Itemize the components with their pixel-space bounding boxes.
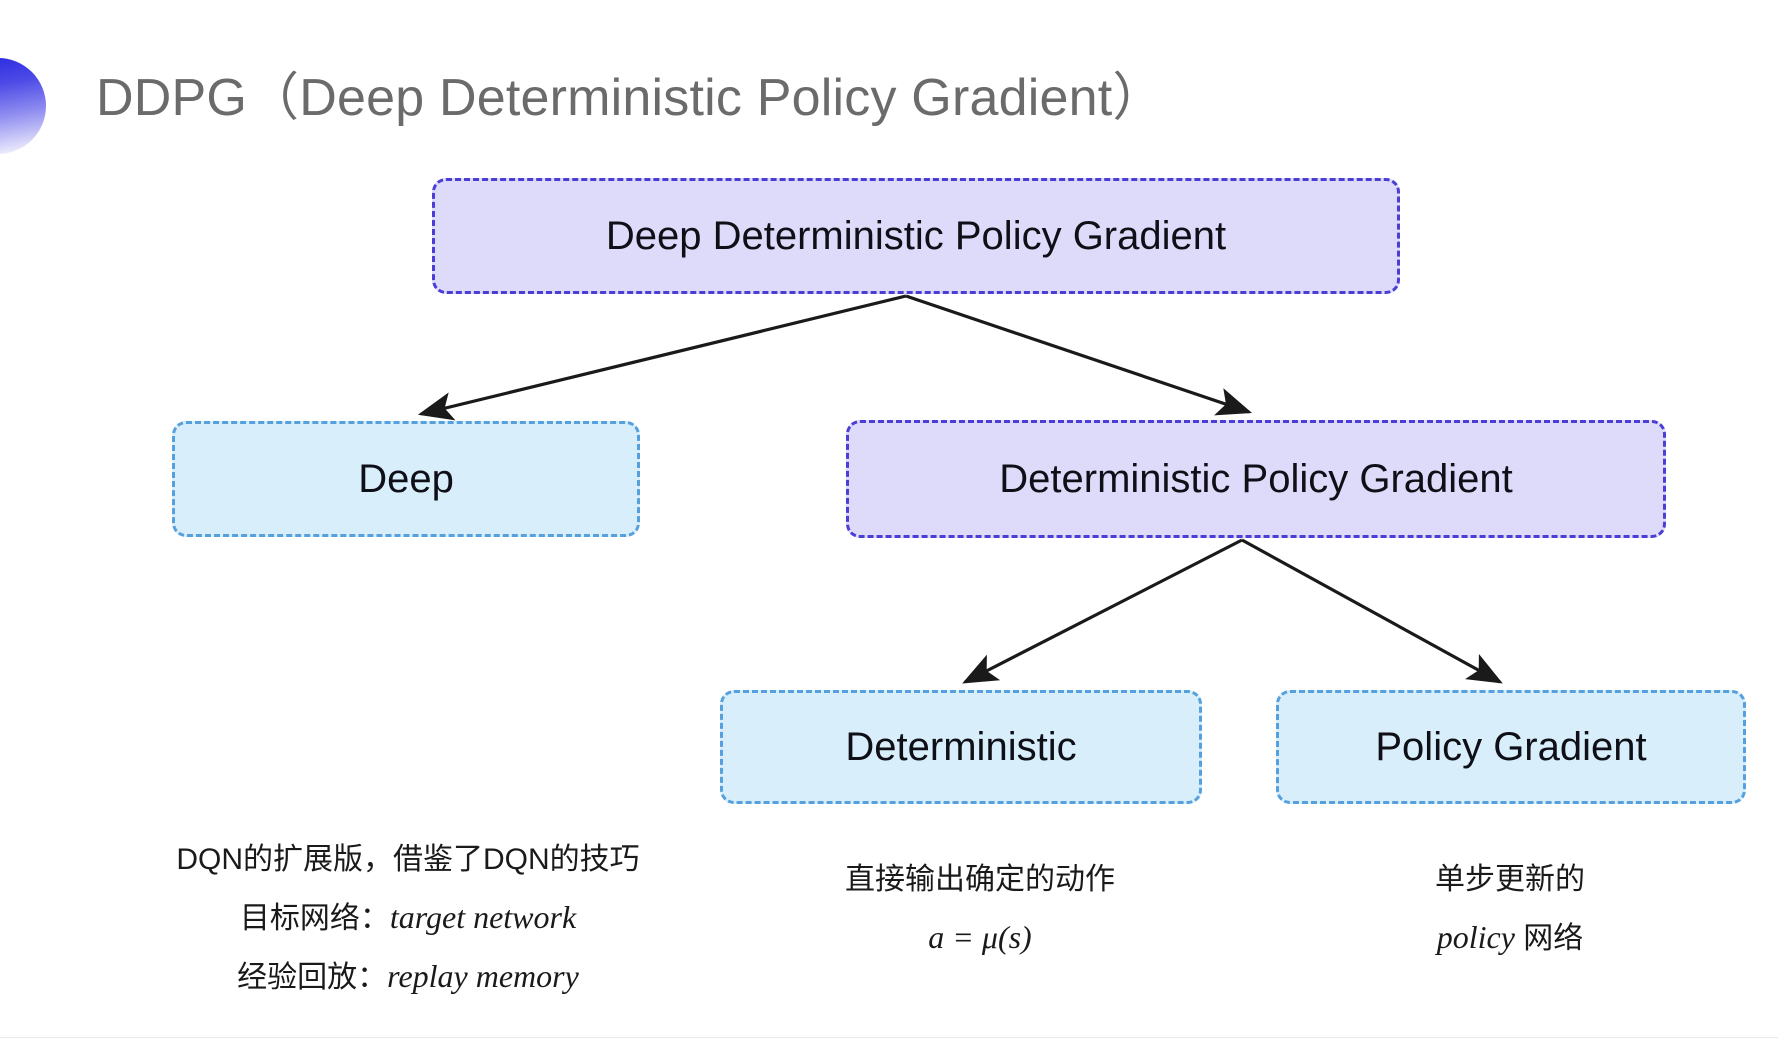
annotation-policy-gradient-line1: 单步更新的 — [1435, 863, 1585, 896]
annotation-deep-line3: 经验回放：replay memory — [148, 947, 668, 1006]
node-deterministic[interactable]: Deterministic — [720, 690, 1202, 804]
edge-dpg-to-policy-gradient — [1241, 538, 1503, 684]
gradient-half-circle-bullet-icon — [0, 58, 46, 154]
annotation-policy-gradient-line2: policy 网络 — [1230, 908, 1778, 967]
annotation-deep: DQN的扩展版，借鉴了DQN的技巧 目标网络：target network 经验… — [148, 832, 668, 1006]
node-root[interactable]: Deep Deterministic Policy Gradient — [432, 178, 1400, 294]
annotation-deep-line3-term: replay memory — [387, 957, 579, 994]
annotation-deep-line3-label: 经验回放： — [237, 960, 388, 994]
annotation-deterministic-formula: a = μ(s) — [928, 918, 1032, 955]
annotation-deterministic-line1: 直接输出确定的动作 — [845, 863, 1115, 896]
annotation-policy-gradient-suffix: 网络 — [1514, 921, 1584, 955]
node-deep[interactable]: Deep — [172, 421, 640, 537]
node-deterministic-policy-gradient[interactable]: Deterministic Policy Gradient — [846, 420, 1666, 538]
annotation-deep-line2-term: target network — [389, 898, 577, 935]
annotation-deep-line1: DQN的扩展版，借鉴了DQN的技巧 — [176, 843, 640, 876]
annotation-policy-gradient-term: policy — [1436, 918, 1515, 955]
annotation-deep-line2: 目标网络：target network — [148, 888, 668, 947]
node-policy-gradient[interactable]: Policy Gradient — [1276, 690, 1746, 804]
edge-dpg-to-deterministic — [962, 538, 1243, 684]
annotation-policy-gradient: 单步更新的 policy 网络 — [1230, 852, 1778, 967]
annotation-deterministic: 直接输出确定的动作 a = μ(s) — [700, 852, 1260, 967]
page-title: DDPG（Deep Deterministic Policy Gradient） — [96, 69, 1165, 127]
edge-root-to-dpg — [905, 294, 1253, 416]
edge-root-to-deep — [417, 294, 907, 421]
annotation-deep-line2-label: 目标网络： — [239, 901, 390, 935]
slide-bottom-divider — [0, 1037, 1778, 1056]
